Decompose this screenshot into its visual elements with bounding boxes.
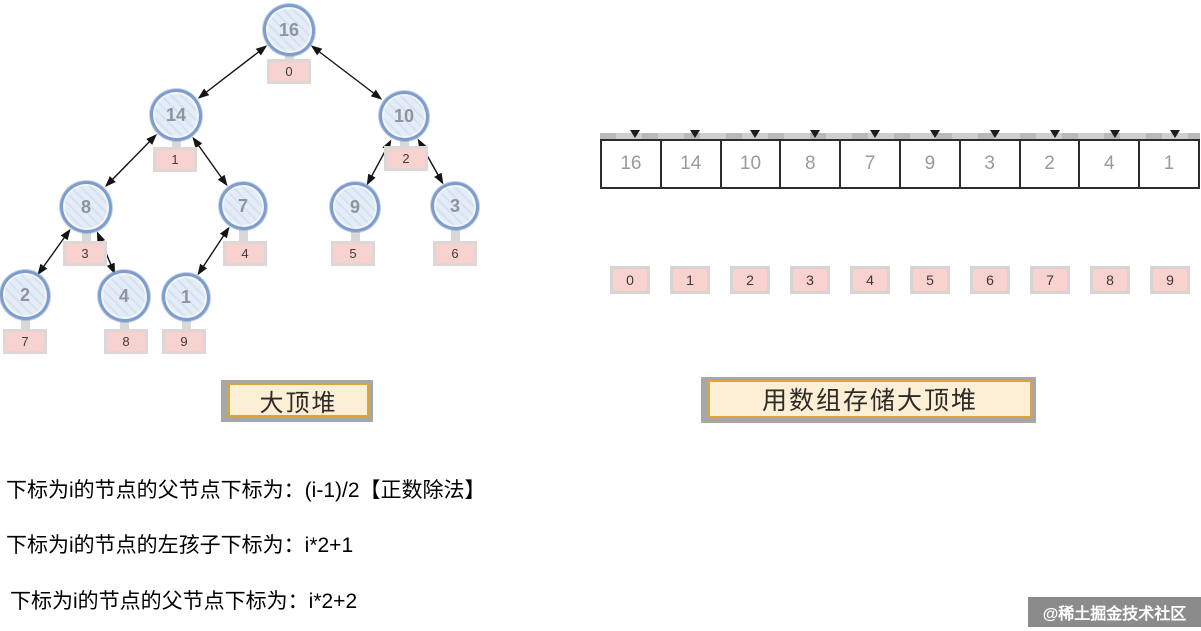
tree-node: 2 [0, 270, 50, 320]
array-index-badge: 5 [910, 266, 950, 294]
tree-edge [310, 45, 383, 100]
tree-node: 8 [60, 181, 112, 233]
array-index-badge: 6 [970, 266, 1010, 294]
array-cell-arrow-tip [990, 130, 1000, 138]
node-badge-connector [351, 228, 360, 243]
tree-node-index-badge: 8 [104, 329, 148, 354]
array-cell-arrow-tip [1110, 130, 1120, 138]
node-badge-connector [451, 226, 460, 243]
node-badge-connector [182, 317, 191, 331]
array-cell: 9 [898, 141, 959, 187]
array-cell: 4 [1078, 141, 1138, 187]
formula-parent-index: 下标为i的节点的父节点下标为：(i-1)/2【正数除法】 [6, 479, 486, 502]
tree-node-index-badge: 3 [63, 241, 107, 266]
tree-node-value: 1 [180, 286, 191, 307]
tree-node-index-badge: 5 [331, 241, 375, 266]
array-index-badge: 4 [850, 266, 890, 294]
array-cell: 10 [719, 141, 780, 187]
array-caption-box: 用数组存储大顶堆 [701, 377, 1036, 423]
node-badge-connector [285, 52, 294, 61]
tree-node: 4 [98, 270, 150, 322]
array-index-badge: 1 [670, 266, 710, 294]
node-badge-connector [82, 229, 91, 243]
tree-node: 16 [263, 4, 315, 56]
tree-caption-box: 大顶堆 [221, 380, 373, 422]
array-index-badge: 8 [1090, 266, 1130, 294]
array-cell: 1 [1138, 141, 1198, 187]
array-cell-arrow-tip [630, 130, 640, 138]
array-cell-arrow-tip [750, 130, 760, 138]
array-cell-arrow-tip [690, 130, 700, 138]
tree-node-index-badge: 4 [223, 241, 267, 266]
tree-node-index-badge: 0 [267, 59, 311, 84]
tree-node-value: 7 [237, 195, 248, 216]
tree-edge [197, 226, 230, 276]
array-cell-arrow-tip [1170, 130, 1180, 138]
array-cell-arrow-tip [930, 130, 940, 138]
tree-node: 1 [162, 273, 210, 321]
tree-node: 10 [379, 91, 429, 141]
formula-left-child-index: 下标为i的节点的左孩子下标为：i*2+1 [6, 534, 354, 557]
node-badge-connector [400, 137, 409, 148]
tree-node-value: 10 [393, 105, 415, 126]
tree-node-value: 9 [349, 196, 360, 217]
tree-node: 9 [330, 182, 380, 232]
tree-edge [192, 136, 228, 187]
node-badge-connector [120, 318, 129, 331]
tree-node-value: 4 [118, 285, 129, 306]
array-index-badge: 2 [730, 266, 770, 294]
array-index-badge: 3 [790, 266, 830, 294]
array-cell: 7 [839, 141, 899, 187]
array-caption: 用数组存储大顶堆 [708, 380, 1032, 418]
array-index-badge: 7 [1030, 266, 1070, 294]
array-cell: 16 [620, 153, 642, 174]
tree-node: 7 [219, 182, 267, 230]
tree-node-value: 8 [80, 196, 91, 217]
node-badge-connector [21, 316, 30, 331]
watermark: @稀土掘金技术社区 [1028, 597, 1201, 627]
array-cell: 2 [1018, 141, 1079, 187]
tree-edge [197, 45, 268, 99]
array-cell-arrow-tip [870, 130, 880, 138]
tree-node-index-badge: 7 [3, 329, 47, 354]
tree-node-index-badge: 2 [384, 146, 428, 171]
node-badge-connector [239, 226, 248, 243]
array-cell: 14 [659, 141, 720, 187]
node-badge-connector [172, 137, 181, 149]
tree-edge [105, 133, 157, 188]
array-index-badge: 0 [610, 266, 650, 294]
tree-edge [37, 228, 71, 276]
tree-node-value: 14 [165, 104, 187, 125]
tree-node-value: 16 [278, 19, 300, 40]
tree-node-value: 2 [19, 284, 30, 305]
array-cell-arrow-tip [810, 130, 820, 138]
tree-node-index-badge: 1 [153, 147, 197, 172]
tree-node-value: 3 [449, 195, 460, 216]
tree-caption: 大顶堆 [228, 383, 369, 417]
array-top-shadow [600, 133, 1200, 139]
formula-right-child-index: 下标为i的节点的父节点下标为：i*2+2 [10, 590, 358, 613]
tree-node: 3 [431, 182, 479, 230]
array-cell-arrow-tip [1050, 130, 1060, 138]
array-cell: 8 [779, 141, 839, 187]
tree-node-index-badge: 9 [162, 329, 206, 354]
tree-node: 14 [150, 89, 202, 141]
tree-node-index-badge: 6 [433, 241, 477, 266]
array-index-badge: 9 [1150, 266, 1190, 294]
array-cell: 3 [958, 141, 1019, 187]
